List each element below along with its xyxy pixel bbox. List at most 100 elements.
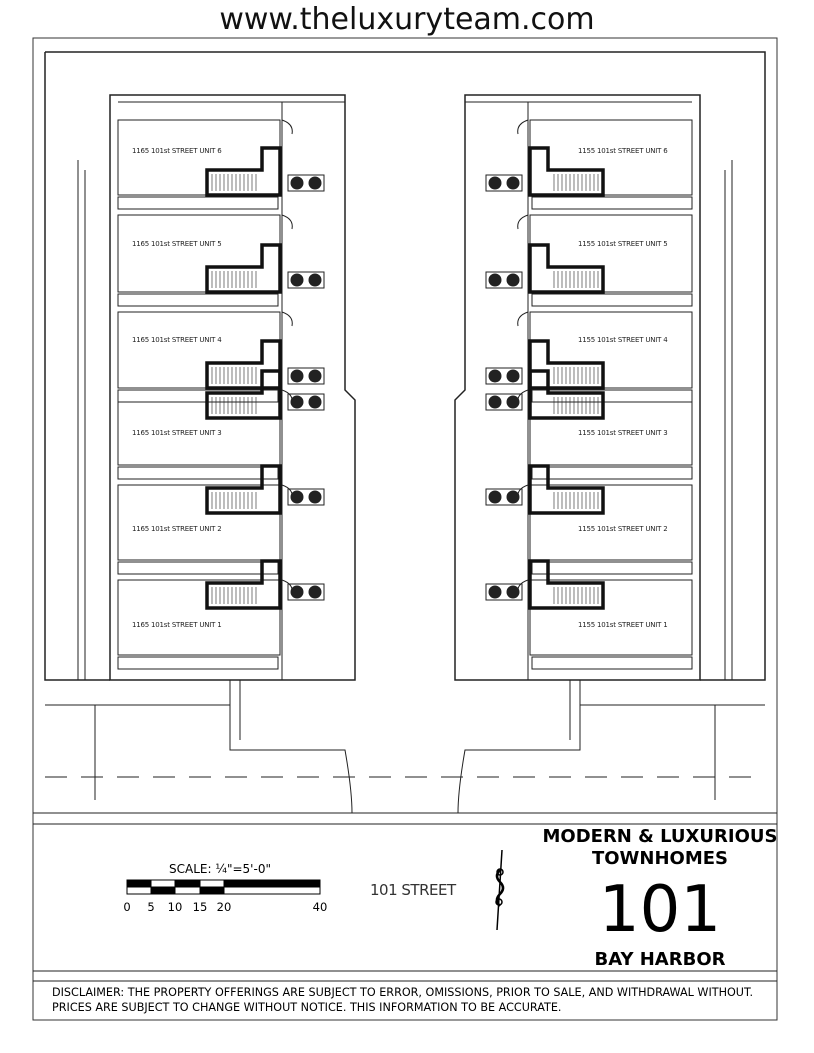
scale-tick: 20 [217, 900, 232, 914]
unit-room [529, 389, 693, 466]
unit-label: 1155 101st STREET UNIT 6 [578, 147, 668, 155]
stair-wall [528, 559, 605, 610]
ac-fan [308, 585, 322, 599]
ac-fan [290, 369, 304, 383]
ac-fan [506, 490, 520, 504]
stair [205, 464, 282, 515]
stair [205, 559, 282, 610]
unit-room [117, 389, 281, 466]
unit-labels: 1165 101st STREET UNIT 6 1165 101st STRE… [132, 147, 668, 629]
ac-fan [308, 395, 322, 409]
sheet-border [32, 37, 778, 1021]
ac-fan [506, 395, 520, 409]
scale-tick: 15 [193, 900, 208, 914]
ac-unit-frame [287, 583, 325, 601]
ac-unit-icon [485, 488, 523, 506]
door-swing [517, 214, 529, 230]
ac-fan [488, 176, 502, 190]
ac-fan [506, 369, 520, 383]
stair-wall [205, 559, 282, 610]
title-line1: MODERN & LUXURIOUS [543, 826, 778, 847]
ac-unit-icon [287, 271, 325, 289]
building-wall [109, 94, 356, 681]
title-number: 101 [599, 873, 721, 947]
ac-fan [488, 395, 502, 409]
scale-bar-segment [126, 879, 152, 888]
unit-label: 1155 101st STREET UNIT 5 [578, 240, 668, 248]
unit-label: 1155 101st STREET UNIT 4 [578, 336, 668, 344]
ac-unit-frame [485, 488, 523, 506]
unit-balcony [117, 196, 279, 210]
scale-tick: 40 [313, 900, 328, 914]
stair-wall [205, 369, 282, 420]
ac-unit-icon [485, 271, 523, 289]
unit-room [529, 579, 693, 656]
street-label: 101 STREET [370, 881, 457, 899]
scale-bar-segment [199, 886, 225, 895]
unit-balcony [531, 561, 693, 575]
stair [205, 243, 282, 294]
ac-unit-frame [485, 271, 523, 289]
unit-balcony [117, 561, 279, 575]
scale-tick: 10 [168, 900, 183, 914]
ac-fan [488, 585, 502, 599]
ac-fan [506, 585, 520, 599]
ac-unit-frame [485, 367, 523, 385]
left-building [109, 94, 356, 681]
driveway [229, 680, 581, 814]
scale-tick: 5 [147, 900, 154, 914]
stair [528, 369, 605, 420]
ac-fan [308, 176, 322, 190]
door-swing [281, 119, 293, 135]
unit-balcony [531, 656, 693, 670]
unit-label: 1155 101st STREET UNIT 1 [578, 621, 668, 629]
unit-balcony [531, 196, 693, 210]
ac-unit-frame [287, 367, 325, 385]
stair [205, 146, 282, 197]
unit-room [117, 579, 281, 656]
scale-bar: SCALE: ¼"=5'-0" 0 5 10 15 20 40 [123, 862, 327, 914]
ac-unit-frame [287, 488, 325, 506]
ac-fan [290, 273, 304, 287]
unit-label: 1165 101st STREET UNIT 5 [132, 240, 222, 248]
corridor-wall [118, 101, 345, 680]
ac-unit-frame [287, 174, 325, 192]
ac-fan [308, 490, 322, 504]
ac-fan [290, 490, 304, 504]
stair [205, 369, 282, 420]
ac-fan [290, 176, 304, 190]
ac-unit-frame [485, 174, 523, 192]
ac-unit-icon [485, 174, 523, 192]
stair [528, 243, 605, 294]
north-arrow-icon [495, 849, 505, 931]
ac-unit-icon [287, 488, 325, 506]
stair [528, 339, 605, 390]
unit-label: 1165 101st STREET UNIT 2 [132, 525, 222, 533]
unit-label: 1165 101st STREET UNIT 1 [132, 621, 222, 629]
stair-wall [205, 339, 282, 390]
ac-unit-frame [287, 271, 325, 289]
disclaimer-line: PRICES ARE SUBJECT TO CHANGE WITHOUT NOT… [52, 1001, 562, 1014]
site-outline [44, 51, 766, 814]
ac-fan [488, 490, 502, 504]
ac-unit-icon [287, 367, 325, 385]
scale-tick: 0 [123, 900, 130, 914]
stair [528, 464, 605, 515]
stair [528, 559, 605, 610]
ac-fan [290, 585, 304, 599]
stair-wall [528, 369, 605, 420]
scale-bar-segment [223, 879, 321, 888]
scale-label: SCALE: ¼"=5'-0" [169, 862, 271, 876]
ac-unit-icon [485, 393, 523, 411]
unit-balcony [117, 293, 279, 307]
ac-fan [506, 176, 520, 190]
ac-unit-icon [485, 367, 523, 385]
scale-bar-segment [150, 886, 176, 895]
stair-wall [528, 339, 605, 390]
door-swing [281, 311, 293, 327]
building-wall [454, 94, 701, 681]
ac-fan [290, 395, 304, 409]
ac-unit-icon [287, 583, 325, 601]
unit-label: 1165 101st STREET UNIT 3 [132, 429, 222, 437]
unit-balcony [117, 466, 279, 480]
